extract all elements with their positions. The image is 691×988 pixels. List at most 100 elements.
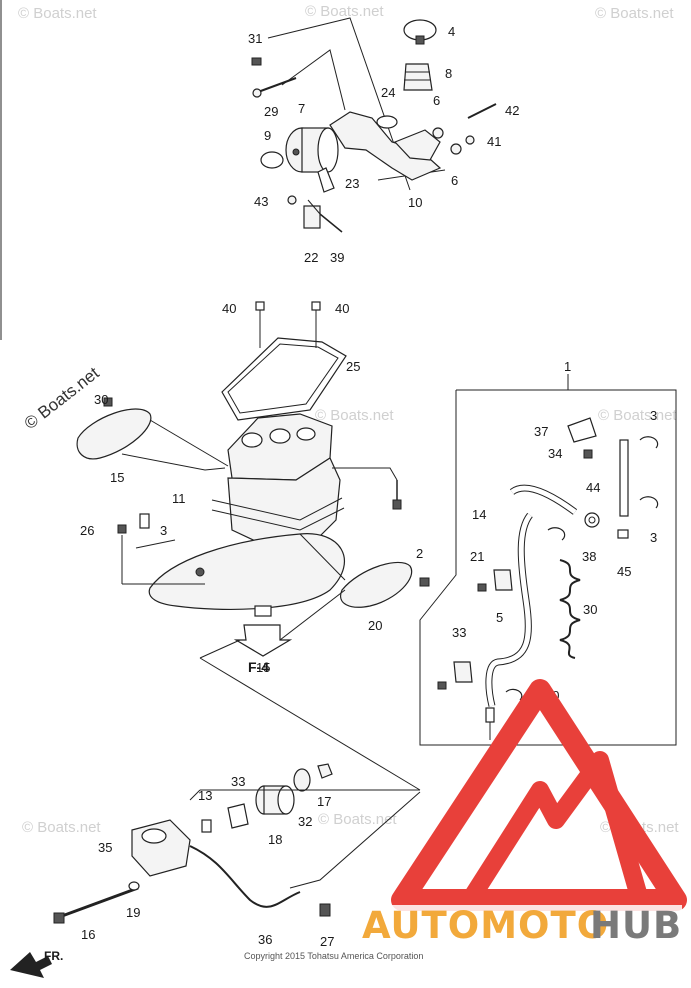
part-callout-22: 22: [304, 250, 318, 265]
side-cover: [76, 408, 152, 460]
forward-arrow-icon: [10, 952, 52, 978]
part-callout-10: 10: [408, 195, 422, 210]
band-clamp-screw: [415, 35, 425, 45]
ground-cable: [189, 845, 301, 908]
side-cover: [340, 561, 413, 608]
hose-clamp: [505, 688, 523, 701]
part-callout-20: 20: [368, 618, 382, 633]
part-callout-4: 4: [448, 24, 455, 39]
part-callout-25: 25: [346, 359, 360, 374]
section-reference: F-4: [248, 659, 269, 675]
part-callout-17: 17: [317, 794, 331, 809]
part-callout-24: 24: [381, 85, 395, 100]
copyright: Copyright 2015 Tohatsu America Corporati…: [244, 951, 423, 961]
part-callout-12: 12: [0, 0, 14, 3]
part-callout-36: 36: [258, 932, 272, 947]
part-callout-45: 45: [617, 564, 631, 579]
watermark-text: © Boats.net: [21, 363, 103, 433]
part-callout-35: 35: [98, 840, 112, 855]
mount-plate: [303, 205, 321, 229]
part-callout-44: 44: [586, 480, 600, 495]
part-callout-3: 3: [160, 523, 167, 538]
logo-mark: [462, 751, 649, 905]
part-callout-32: 32: [298, 814, 312, 829]
cylinder-hole: [292, 148, 300, 156]
part-callout-26: 26: [80, 523, 94, 538]
part-callout-42: 42: [505, 103, 519, 118]
part-callout-9: 9: [264, 128, 271, 143]
part-callout-33: 33: [452, 625, 466, 640]
watermark-text: © Boats.net: [598, 407, 677, 424]
cavitation-plate: [148, 533, 345, 610]
grommet: [450, 143, 462, 155]
part-callout-30: 30: [94, 392, 108, 407]
grommet: [432, 127, 444, 139]
part-callout-40: 40: [335, 301, 349, 316]
bottom-assembly: [53, 763, 421, 924]
part-callout-19: 19: [126, 905, 140, 920]
part-callout-39: 39: [330, 250, 344, 265]
part-callout-11: 11: [172, 491, 186, 506]
bracket-body: [329, 111, 442, 181]
hose-kit: [419, 374, 677, 746]
forward-marker: FR.: [10, 949, 63, 978]
part-callout-16: 16: [81, 927, 95, 942]
part-callout-38: 38: [582, 549, 596, 564]
watermark-text: © Boats.net: [595, 5, 674, 22]
part-callout-30: 30: [583, 602, 597, 617]
bolt-head: [252, 88, 262, 98]
bracket-plate: [393, 129, 441, 161]
logo-text-part2: HUB: [590, 904, 682, 947]
part-callout-6: 6: [433, 93, 440, 108]
part-callout-6: 6: [451, 173, 458, 188]
watermark-text: © Boats.net: [315, 407, 394, 424]
part-callout-31: 31: [248, 31, 262, 46]
part-callout-7: 7: [298, 101, 305, 116]
watermark-text: © Boats.net: [318, 811, 397, 828]
part-callout-2: 2: [416, 546, 423, 561]
part-callout-23: 23: [345, 176, 359, 191]
part-callout-43: 43: [254, 194, 268, 209]
bolt-head: [251, 57, 262, 66]
kit-outline: [419, 389, 677, 746]
plug: [376, 115, 398, 129]
part-callout-3: 3: [650, 408, 657, 423]
spring-guard: [559, 559, 581, 659]
rubber-boot: [403, 63, 433, 91]
part-callout-8: 8: [445, 66, 452, 81]
part-callout-27: 27: [320, 934, 334, 949]
tube: [619, 439, 629, 517]
watermark-text: © Boats.net: [305, 3, 384, 20]
dowel-pin: [255, 301, 265, 311]
part-callout-1: 1: [564, 359, 571, 374]
hose-clamp: [547, 527, 566, 541]
cylinder-end: [317, 127, 339, 173]
part-callout-3: 3: [650, 530, 657, 545]
part-callout-41: 41: [487, 134, 501, 149]
part-callout-15: 15: [256, 660, 270, 675]
dowel-pin: [311, 301, 321, 311]
part-callout-40: 40: [222, 301, 236, 316]
part-callout-18: 18: [268, 832, 282, 847]
part-callout-15: 15: [110, 470, 124, 485]
small-bracket: [317, 167, 335, 193]
forward-label: FR.: [44, 949, 63, 963]
part-callout-5: 5: [496, 610, 503, 625]
top-assembly: [251, 17, 497, 233]
hose-clamp: [639, 496, 659, 509]
hose-clip: [567, 417, 597, 443]
reference-arrow: [233, 624, 293, 657]
watermark-text: © Boats.net: [18, 5, 97, 22]
part-callout-28: 28: [0, 0, 14, 3]
hose-clamp: [639, 436, 659, 449]
part-callout-21: 21: [470, 549, 484, 564]
mount-block: [131, 819, 191, 877]
part-callout-37: 37: [534, 424, 548, 439]
brand-logo: AUTOMOTO HUB: [360, 679, 687, 947]
main-housing: [76, 301, 430, 791]
part-callout-33: 33: [231, 774, 245, 789]
logo-text-part1: AUTOMOTO: [362, 904, 609, 947]
watermark-text: © Boats.net: [22, 819, 101, 836]
